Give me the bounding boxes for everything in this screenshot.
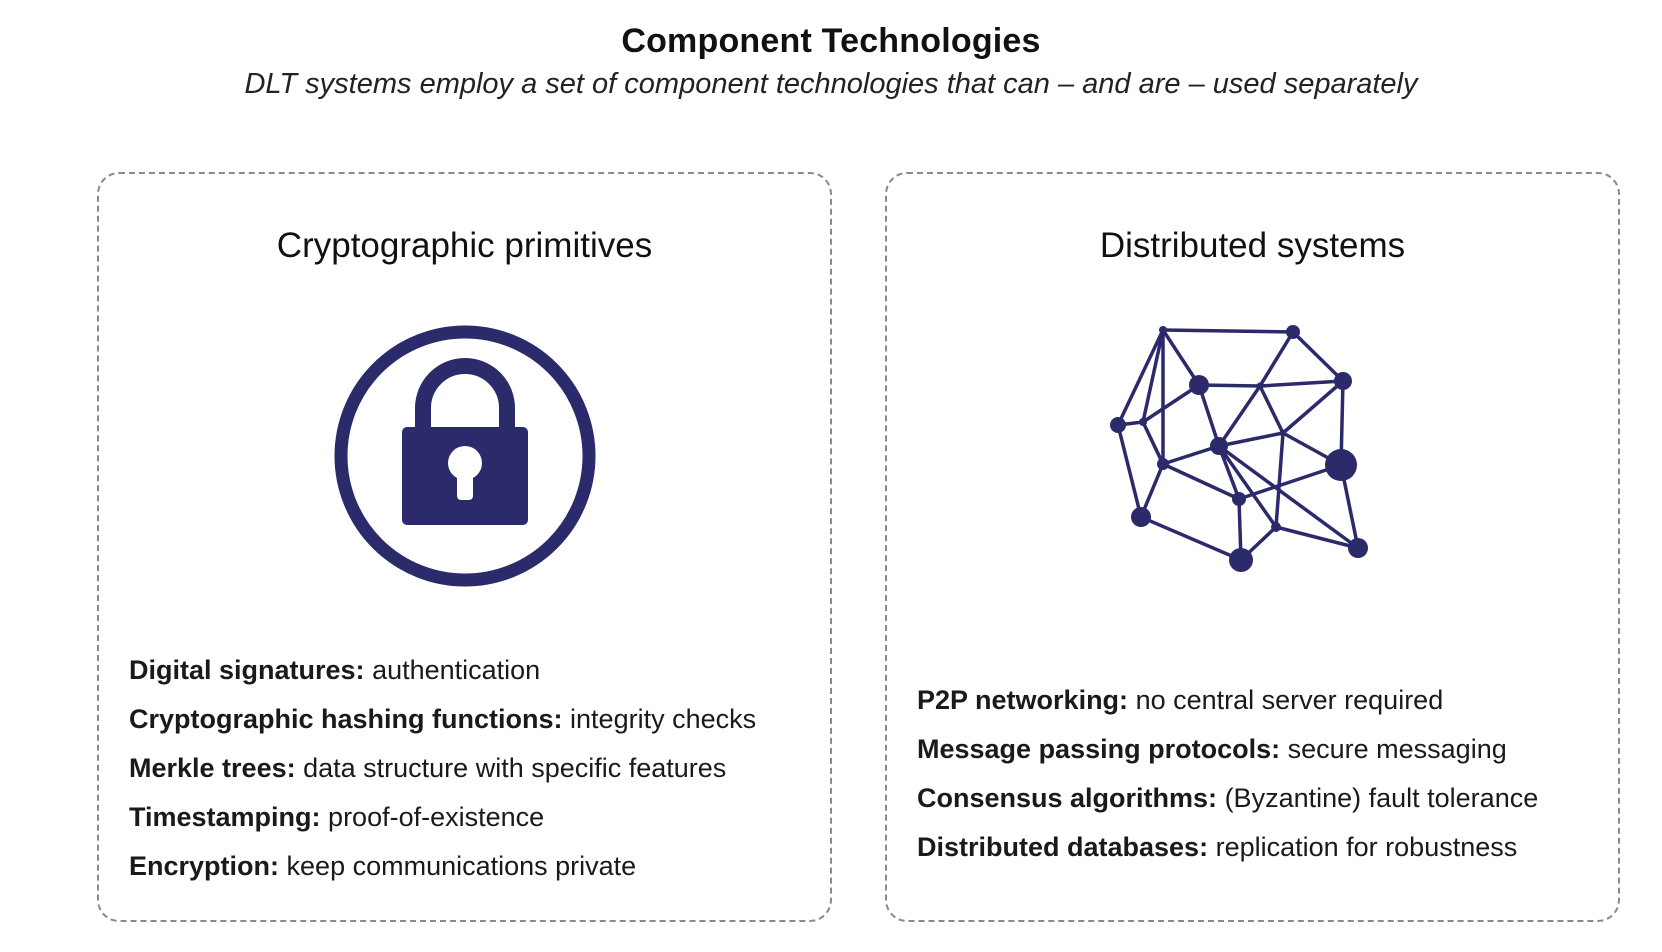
item-term: Encryption:: [129, 851, 280, 881]
item-term: P2P networking:: [917, 685, 1129, 715]
list-item: Distributed databases: replication for r…: [917, 823, 1598, 872]
list-item: P2P networking: no central server requir…: [917, 676, 1598, 725]
panel-title: Cryptographic primitives: [276, 226, 653, 265]
item-description: (Byzantine) fault tolerance: [1224, 783, 1539, 813]
item-description: data structure with specific features: [303, 753, 727, 783]
list-item: Consensus algorithms: (Byzantine) fault …: [917, 774, 1598, 823]
item-term: Consensus algorithms:: [917, 783, 1218, 813]
panel-distributed-systems: Distributed systems: [885, 172, 1620, 922]
list-item: Digital signatures: authentication: [129, 646, 810, 695]
item-term: Distributed databases:: [917, 832, 1209, 862]
list-item: Timestamping: proof-of-existence: [129, 793, 810, 842]
item-description: secure messaging: [1287, 734, 1507, 764]
item-list: Digital signatures: authentication Crypt…: [129, 646, 810, 891]
panel-cryptographic-primitives: Cryptographic primitives Digital signatu…: [97, 172, 832, 922]
item-list: P2P networking: no central server requir…: [917, 676, 1598, 872]
item-term: Message passing protocols:: [917, 734, 1281, 764]
panel-title: Distributed systems: [1099, 226, 1406, 265]
page-subtitle: DLT systems employ a set of component te…: [244, 68, 1418, 100]
list-item: Message passing protocols: secure messag…: [917, 725, 1598, 774]
item-term: Merkle trees:: [129, 753, 296, 783]
item-term: Cryptographic hashing functions:: [129, 704, 563, 734]
item-description: replication for robustness: [1215, 832, 1518, 862]
item-term: Timestamping:: [129, 802, 321, 832]
item-description: integrity checks: [570, 704, 757, 734]
item-description: authentication: [372, 655, 541, 685]
padlock-icon: [99, 320, 830, 592]
list-item: Cryptographic hashing functions: integri…: [129, 695, 810, 744]
page-title: Component Technologies: [621, 22, 1041, 60]
item-description: keep communications private: [286, 851, 637, 881]
network-mesh-icon: [887, 310, 1618, 580]
list-item: Encryption: keep communications private: [129, 842, 810, 891]
list-item: Merkle trees: data structure with specif…: [129, 744, 810, 793]
item-description: proof-of-existence: [328, 802, 545, 832]
item-term: Digital signatures:: [129, 655, 365, 685]
item-description: no central server required: [1135, 685, 1444, 715]
